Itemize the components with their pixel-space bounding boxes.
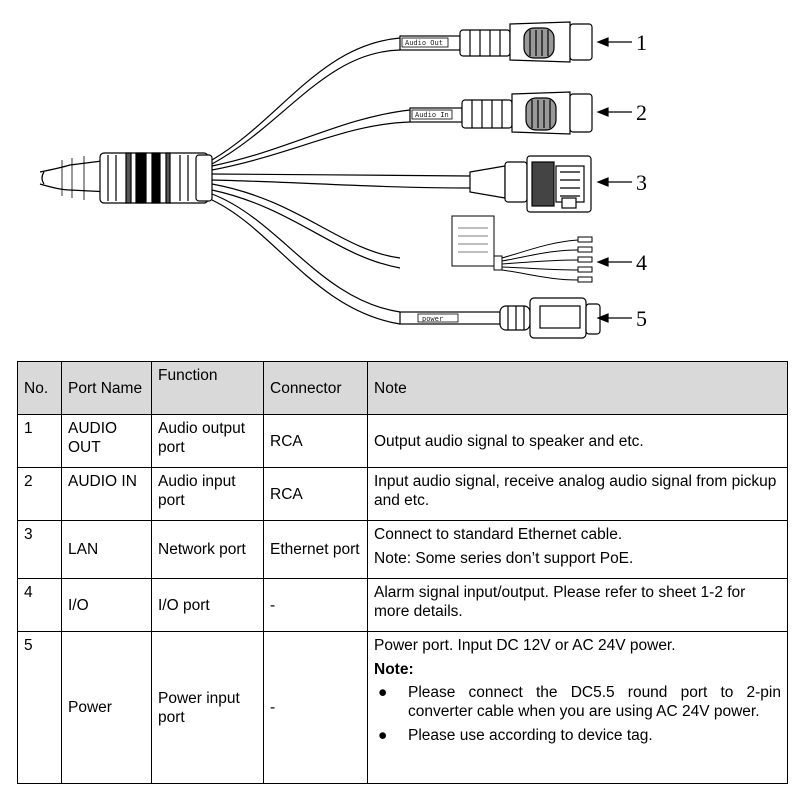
- cell-connector: -: [263, 578, 368, 632]
- cell-note: Input audio signal, receive analog audio…: [367, 467, 788, 521]
- io-connector: [451, 215, 593, 283]
- cell-port-name: LAN: [61, 520, 152, 579]
- header-function: Function: [151, 361, 264, 415]
- note-bullet: ● Please use according to device tag.: [374, 726, 781, 745]
- power-caption: power: [422, 315, 443, 323]
- cell-note: Alarm signal input/output. Please refer …: [367, 578, 788, 632]
- cell-function: Audio input port: [151, 467, 264, 521]
- audio-out-connector: [399, 21, 593, 63]
- cell-no: 5: [17, 631, 62, 784]
- callout-1: 1: [636, 30, 647, 55]
- note-title: Note:: [374, 661, 414, 678]
- note-poe: Note: Some series don’t support PoE.: [374, 550, 634, 567]
- table-row: 5 Power Power input port - Power port. I…: [17, 631, 788, 784]
- bullet-text: Please connect the DC5.5 round port to 2…: [408, 684, 781, 720]
- cell-connector: RCA: [263, 467, 368, 521]
- cell-port-name: Power: [61, 631, 152, 784]
- cell-function: Network port: [151, 520, 264, 579]
- bullet-icon: ●: [378, 684, 388, 701]
- cell-port-name: I/O: [61, 578, 152, 632]
- callout-4: 4: [636, 250, 647, 275]
- table-row: 4 I/O I/O port - Alarm signal input/outp…: [17, 578, 788, 632]
- header-port-name: Port Name: [61, 361, 152, 415]
- header-note: Note: [367, 361, 788, 415]
- cell-no: 2: [17, 467, 62, 521]
- audio-out-caption: Audio Out: [405, 39, 443, 47]
- lan-connector: [469, 155, 592, 213]
- table-row: 2 AUDIO IN Audio input port RCA Input au…: [17, 467, 788, 521]
- cell-note: Power port. Input DC 12V or AC 24V power…: [367, 631, 788, 784]
- cell-connector: RCA: [263, 414, 368, 468]
- note-bullet-list: ● Please connect the DC5.5 round port to …: [374, 683, 781, 745]
- note-text: Power port. Input DC 12V or AC 24V power…: [374, 637, 676, 654]
- header-no: No.: [17, 361, 62, 415]
- callout-3: 3: [636, 170, 647, 195]
- callout-5: 5: [636, 306, 647, 331]
- cell-connector: -: [263, 631, 368, 784]
- cell-function: Audio output port: [151, 414, 264, 468]
- header-connector: Connector: [263, 361, 368, 415]
- cell-port-name: AUDIO OUT: [61, 414, 152, 468]
- audio-in-caption: Audio In: [415, 111, 449, 119]
- cell-no: 4: [17, 578, 62, 632]
- table-row: 1 AUDIO OUT Audio output port RCA Output…: [17, 414, 788, 468]
- cell-function: Power input port: [151, 631, 264, 784]
- table-header-row: No. Port Name Function Connector Note: [17, 361, 788, 415]
- cell-note: Output audio signal to speaker and etc.: [367, 414, 788, 468]
- cell-connector: Ethernet port: [263, 520, 368, 579]
- cell-note: Connect to standard Ethernet cable. Note…: [367, 520, 788, 579]
- cell-no: 3: [17, 520, 62, 579]
- bullet-text: Please use according to device tag.: [408, 727, 653, 744]
- note-bullet: ● Please connect the DC5.5 round port to …: [374, 683, 781, 721]
- note-text: Connect to standard Ethernet cable.: [374, 526, 623, 543]
- cell-port-name: AUDIO IN: [61, 467, 152, 521]
- callout-2: 2: [636, 100, 647, 125]
- cell-function: I/O port: [151, 578, 264, 632]
- table-row: 3 LAN Network port Ethernet port Connect…: [17, 520, 788, 579]
- bullet-icon: ●: [378, 727, 388, 744]
- cable-diagram: Audio Out Audio In: [39, 21, 647, 339]
- port-table: No. Port Name Function Connector Note 1 …: [17, 361, 788, 784]
- cell-no: 1: [17, 414, 62, 468]
